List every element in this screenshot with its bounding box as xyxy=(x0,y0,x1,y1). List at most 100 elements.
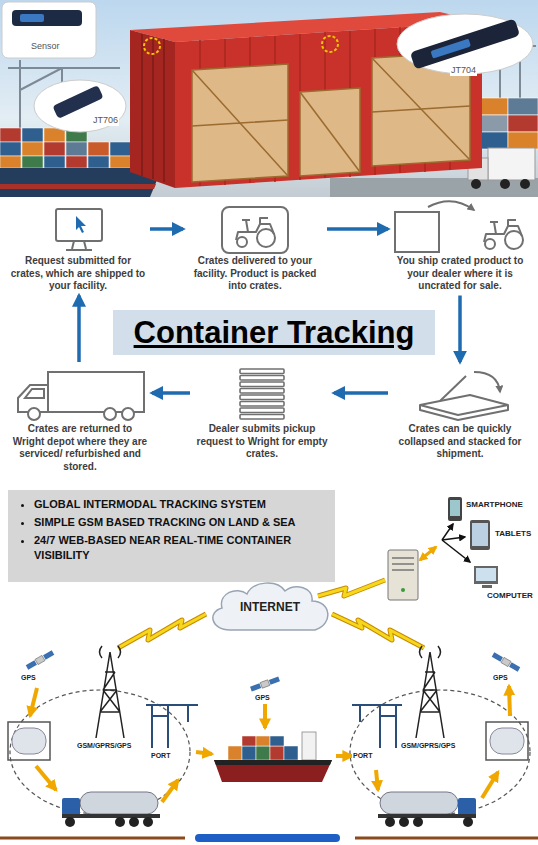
truck-photo xyxy=(488,148,535,180)
bullet-item: GLOBAL INTERMODAL TRACKING SYSTEM xyxy=(34,497,325,512)
ship-photo xyxy=(66,142,87,156)
feature-box: GLOBAL INTERMODAL TRACKING SYSTEM SIMPLE … xyxy=(8,490,335,582)
step-caption: Dealer submits pickup request to Wright … xyxy=(194,423,330,461)
step-caption: Crates delivered to your facility. Produ… xyxy=(187,255,323,293)
step-icon xyxy=(76,216,86,233)
server-and-devices xyxy=(442,524,453,540)
step-caption: Crates can be quickly collapsed and stac… xyxy=(392,423,528,461)
step-icon xyxy=(28,408,40,420)
red-container xyxy=(144,38,160,54)
sensor-device xyxy=(12,10,82,26)
red-container xyxy=(300,92,360,172)
footer-rule xyxy=(355,837,538,840)
step-icon xyxy=(240,369,284,374)
network-loop xyxy=(350,690,530,814)
step-icon xyxy=(240,402,284,407)
flow-arrow xyxy=(30,686,510,802)
network-label: GPS xyxy=(254,694,271,702)
tanker-truck xyxy=(463,817,473,827)
process-step: You ship crated product to your dealer w… xyxy=(392,205,528,293)
network-label: GPS xyxy=(20,674,37,682)
flow-arrow xyxy=(30,688,37,716)
flow-arrow xyxy=(196,752,212,754)
step-icon xyxy=(420,372,508,420)
tanker-truck xyxy=(62,814,160,818)
network-loop xyxy=(26,650,55,670)
wireless-bolt xyxy=(118,614,206,648)
container-ship xyxy=(284,746,298,760)
ship-photo xyxy=(0,128,21,142)
sensor-device xyxy=(52,85,103,119)
ship-photo xyxy=(44,142,65,156)
step-icon xyxy=(104,408,116,420)
tanker-truck xyxy=(378,814,476,818)
red-container xyxy=(300,88,360,176)
sensor-device xyxy=(410,18,520,69)
step-icon xyxy=(240,382,284,387)
flow-arrow xyxy=(336,754,352,758)
bullet-item: 24/7 WEB-BASED NEAR REAL-TIME CONTAINER … xyxy=(34,533,325,563)
network-label: PORT xyxy=(150,752,171,760)
tanker-truck xyxy=(129,817,139,827)
sensor-device xyxy=(20,14,44,22)
port-crane xyxy=(146,705,402,748)
ship-photo xyxy=(88,156,109,168)
container-ship xyxy=(302,732,316,760)
process-step: Crates can be quickly collapsed and stac… xyxy=(392,365,528,461)
device-label: Sensor xyxy=(30,42,61,52)
sensor-device xyxy=(2,2,533,132)
step-icon xyxy=(18,372,144,412)
flow-arrow xyxy=(263,704,267,728)
container-ship xyxy=(256,736,270,746)
network-label: PORT xyxy=(352,752,373,760)
step-icon xyxy=(428,201,474,210)
photo-banner xyxy=(478,115,508,132)
flow-arrow xyxy=(77,296,81,363)
server-and-devices xyxy=(442,537,465,540)
server-and-devices xyxy=(420,547,436,560)
network-label: GSM/GPRS/GPS xyxy=(76,742,132,750)
ship-photo xyxy=(0,156,21,168)
photo-banner xyxy=(478,98,508,115)
step-icon xyxy=(66,241,92,250)
container-ship xyxy=(214,760,332,765)
step-icon xyxy=(395,212,439,252)
server-and-devices xyxy=(388,497,498,600)
step-icon xyxy=(240,389,284,394)
tank-container xyxy=(490,728,524,754)
server-and-devices xyxy=(388,550,418,600)
container-ship xyxy=(214,732,332,782)
server-and-devices xyxy=(448,497,462,521)
bullet-item: SIMPLE GSM BASED TRACKING ON LAND & SEA xyxy=(34,515,325,530)
step-icon xyxy=(440,376,466,401)
step-icon xyxy=(48,372,144,412)
network-loop xyxy=(250,676,280,692)
step-caption: You ship crated product to your dealer w… xyxy=(392,255,528,293)
container-ship xyxy=(228,746,242,760)
ship-photo xyxy=(22,156,43,168)
tank-container xyxy=(486,722,528,760)
step-icon xyxy=(28,408,134,420)
port-crane xyxy=(146,705,198,748)
photo-banner xyxy=(0,0,538,197)
tanker-truck xyxy=(115,817,125,827)
network-loop xyxy=(492,652,521,672)
network-loop xyxy=(100,646,121,658)
photo-banner xyxy=(330,178,538,197)
flow-arrow xyxy=(334,391,388,395)
tanker-truck xyxy=(62,792,476,827)
sensor-device xyxy=(397,14,533,74)
network-loop xyxy=(96,646,444,738)
flow-arrow xyxy=(36,766,56,790)
network-label: GPS xyxy=(492,674,509,682)
photo-banner xyxy=(508,115,538,132)
process-step: Crates are returned to Wright depot wher… xyxy=(12,365,148,473)
network-label: GSM/GPRS/GPS xyxy=(400,742,456,750)
tanker-truck xyxy=(62,798,80,816)
wireless-bolt xyxy=(332,614,424,648)
step-caption: Request submitted for crates, which are … xyxy=(10,255,146,293)
tanker-truck xyxy=(65,817,75,827)
tanker-truck xyxy=(399,817,409,827)
